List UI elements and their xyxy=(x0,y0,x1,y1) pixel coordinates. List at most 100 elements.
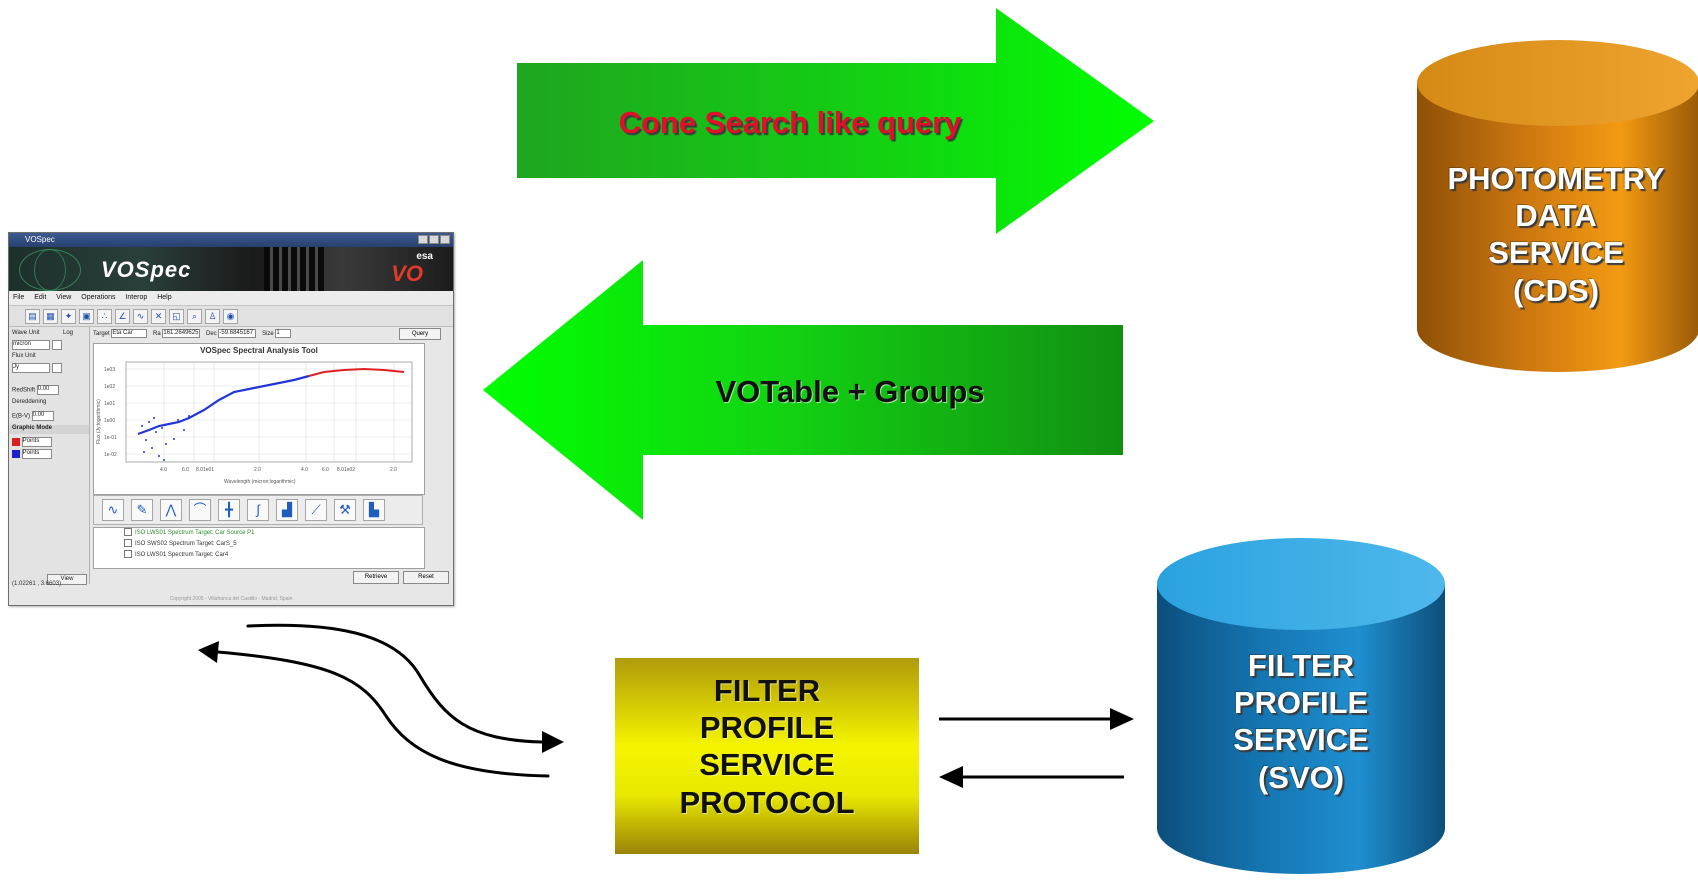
vospec-footer: Copyright 2005 - Villafranca del Castill… xyxy=(169,596,293,602)
vospec-window-title: VOSpec xyxy=(25,235,55,244)
query-arrow-label: Cone Search like query xyxy=(618,105,962,140)
banner-stripes xyxy=(264,247,324,291)
retrieve-button: Retrieve xyxy=(353,571,399,584)
vo-logo: VO xyxy=(391,261,423,286)
settings-icon: ◉ xyxy=(223,308,238,324)
wave-unit-select: micron xyxy=(12,340,50,350)
size-field: 1 xyxy=(275,329,292,338)
request-arrowhead xyxy=(1110,708,1134,730)
spectra-list-item: ISO LWS01 Spectrum Target: Car4 xyxy=(94,550,424,561)
y-tick-1: 1e02 xyxy=(104,384,115,390)
redshift-field: 0.00 xyxy=(36,385,59,395)
checkbox-icon xyxy=(124,539,132,548)
spectrum-svg: 1e03 1e02 1e01 1e00 1e-01 1e-02 4.0 6.0 … xyxy=(96,361,413,485)
ebv-value: 0.00 xyxy=(32,412,45,418)
dec-field: -59.6845167 xyxy=(218,329,257,338)
curve-icon: ∿ xyxy=(133,308,148,324)
wave-unit-value: micron xyxy=(13,341,32,347)
ebv-field: 0.00 xyxy=(31,411,54,421)
plot-ylabel: Flux (Jy;logarithmic) xyxy=(96,399,102,444)
filter-database xyxy=(1157,538,1445,874)
bars-icon: ▙ xyxy=(363,499,385,521)
spectra-item-label: ISO LWS01 Spectrum Target: Car Source P1 xyxy=(135,530,255,536)
response-arrowhead xyxy=(939,766,963,788)
filter-db-label: FILTER PROFILE SERVICE (SVO) xyxy=(1233,648,1369,795)
vospec-toolbar: ▤▦✦▣∴∠∿✕◱⌕♙◉ xyxy=(9,306,453,327)
points-icon: ∴ xyxy=(97,308,112,324)
maximize-icon xyxy=(429,235,439,244)
y-tick-2: 1e01 xyxy=(104,401,115,407)
histogram-icon: ▟ xyxy=(276,499,298,521)
vospec-left-panel: Wave Unit Log micron Flux Unit Jy RedShi… xyxy=(9,327,90,585)
zoom-box-icon: ◱ xyxy=(169,308,184,324)
response-arrow-label: VOTable + Groups xyxy=(715,374,985,409)
response-arrow xyxy=(483,260,1123,520)
wavy-arrowhead-right xyxy=(542,731,564,753)
series-1-swatch xyxy=(12,438,20,446)
y-tick-5: 1e-02 xyxy=(104,452,117,458)
globe-meridian-icon xyxy=(34,249,66,291)
plot-title: VOSpec Spectral Analysis Tool xyxy=(200,346,318,355)
fit-model-icon: ⌒ xyxy=(189,499,211,521)
checkbox-icon xyxy=(124,528,132,537)
mode-1-select: Points xyxy=(21,437,52,447)
mode-2-value: Points xyxy=(22,450,40,456)
vospec-screenshot: VOSpec VOSpec esa VO File Edit View Oper… xyxy=(8,232,454,606)
view-button: View xyxy=(47,574,87,585)
fit-icon: ✦ xyxy=(61,308,76,324)
dec-label: Dec xyxy=(206,331,217,338)
wavy-arrowhead-left xyxy=(198,641,219,663)
spectra-item-label: ISO SWS02 Spectrum Target: CarS_5 xyxy=(135,541,237,547)
target-bar: Target Eta Car Ra 161.2649625 Dec -59.68… xyxy=(93,329,295,338)
x-tick-0: 4.0 xyxy=(160,467,167,473)
size-label: Size xyxy=(262,331,274,338)
vospec-action-buttons: Retrieve Reset xyxy=(353,571,449,584)
person-icon: ♙ xyxy=(205,308,220,324)
mode-2-select: Points xyxy=(21,449,52,459)
dereddening-label: Dereddening xyxy=(12,399,47,405)
flux-unit-select: Jy xyxy=(12,363,50,373)
menu-file: File xyxy=(13,294,25,301)
ebv-label: E(B-V) xyxy=(12,413,30,420)
ra-label: Ra xyxy=(153,331,161,338)
line-icon: ∠ xyxy=(115,308,130,324)
plot-xlabel: Wavelength (micron;logarithmic) xyxy=(224,479,296,485)
vospec-banner: VOSpec esa VO xyxy=(9,247,453,291)
cross-hair-icon: ╋ xyxy=(218,499,240,521)
flux-unit-value: Jy xyxy=(13,364,19,370)
ra-field: 161.2649625 xyxy=(162,329,201,338)
flux-log-checkbox xyxy=(51,363,62,373)
x-tick-4: 4.0 xyxy=(301,467,308,473)
cross-icon: ✕ xyxy=(151,308,166,324)
target-label: Target xyxy=(93,331,110,338)
size-value: 1 xyxy=(276,330,280,336)
redshift-label: RedShift xyxy=(12,387,36,394)
log-label: Log xyxy=(63,330,74,336)
vospec-main-panel: Target Eta Car Ra 161.2649625 Dec -59.68… xyxy=(91,327,453,584)
menu-view: View xyxy=(56,294,72,301)
vospec-logo: VOSpec xyxy=(101,257,192,282)
trend-icon: ⟋ xyxy=(305,499,327,521)
dec-value: -59.6845167 xyxy=(219,330,254,336)
protocol-label: FILTER PROFILE SERVICE PROTOCOL xyxy=(679,673,855,820)
table-icon: ▦ xyxy=(43,308,58,324)
peaks-icon: ⋀ xyxy=(160,499,182,521)
pen-icon: ✎ xyxy=(131,499,153,521)
status-coordinates: (1.02261 , 3.6603) xyxy=(12,581,62,587)
close-icon xyxy=(440,235,450,244)
spectra-list-item: ISO SWS02 Spectrum Target: CarS_5 xyxy=(94,539,424,550)
minimize-icon xyxy=(418,235,428,244)
series-2-swatch xyxy=(12,450,20,458)
graphic-mode-header: Graphic Mode xyxy=(9,425,89,434)
target-field: Eta Car xyxy=(111,329,148,338)
tool-icon: ⚒ xyxy=(334,499,356,521)
x-tick-1: 6.0 xyxy=(182,467,189,473)
spectra-list: ISO LWS01 Spectrum Target: Car Source P1… xyxy=(93,527,425,569)
flux-unit-label: Flux Unit xyxy=(12,353,36,359)
wave-log-checkbox xyxy=(51,340,62,350)
reset-button: Reset xyxy=(403,571,449,584)
spectrum-plot: VOSpec Spectral Analysis Tool xyxy=(93,343,425,495)
y-tick-0: 1e03 xyxy=(104,367,115,373)
photometry-db-label: PHOTOMETRY DATA SERVICE (CDS) xyxy=(1447,161,1665,308)
